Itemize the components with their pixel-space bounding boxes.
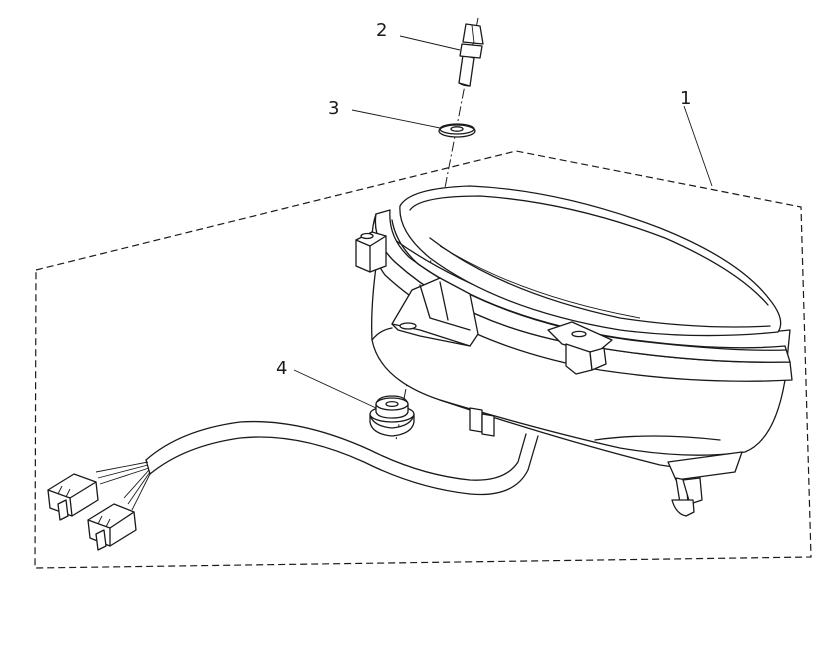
bolt <box>458 23 484 87</box>
washer <box>438 123 476 138</box>
connector-a <box>47 473 99 521</box>
callout-3: 3 <box>328 98 339 119</box>
mounting-lug-left <box>355 231 387 273</box>
leader-line-2 <box>399 35 461 51</box>
leader-line-1 <box>683 105 713 187</box>
assembly-boundary <box>34 150 812 569</box>
connector-b <box>87 503 137 551</box>
callout-2: 2 <box>376 20 387 41</box>
wiring-harness <box>47 420 539 551</box>
callout-4: 4 <box>276 358 287 379</box>
callout-1: 1 <box>680 88 691 109</box>
leader-line-4 <box>293 369 377 409</box>
mounting-lug-right <box>547 321 613 375</box>
meter-assembly <box>47 185 793 551</box>
grommet <box>369 395 415 437</box>
leader-line-3 <box>351 109 441 129</box>
mounting-bracket-center <box>391 277 479 347</box>
